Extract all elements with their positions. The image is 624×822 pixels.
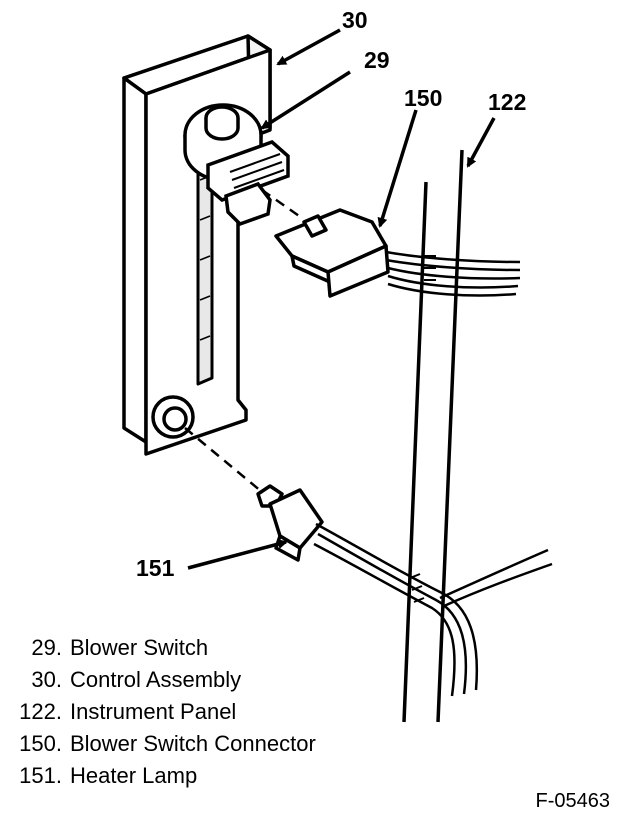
callout-122: 122 bbox=[488, 89, 526, 115]
legend-number: 122. bbox=[19, 699, 62, 724]
arrow-122 bbox=[466, 117, 496, 168]
callout-30: 30 bbox=[342, 7, 368, 33]
legend-label: Blower Switch Connector bbox=[70, 731, 316, 756]
callout-29: 29 bbox=[364, 47, 390, 73]
legend-number: 29. bbox=[31, 635, 62, 660]
lamp-socket-drawing bbox=[151, 395, 195, 439]
legend-label: Instrument Panel bbox=[70, 699, 237, 724]
control-assembly-drawing bbox=[122, 34, 272, 456]
callout-arrows bbox=[187, 28, 496, 570]
callout-150: 150 bbox=[404, 85, 442, 111]
arrow-150 bbox=[377, 109, 418, 228]
instrument-panel-drawing bbox=[402, 149, 464, 723]
legend-label: Heater Lamp bbox=[70, 763, 198, 788]
heater-lamp-drawing bbox=[256, 484, 553, 697]
legend-label: Blower Switch bbox=[70, 635, 209, 660]
legend-label: Control Assembly bbox=[70, 667, 242, 692]
arrow-151 bbox=[187, 539, 288, 570]
arrow-30 bbox=[276, 28, 341, 66]
legend-number: 151. bbox=[19, 763, 62, 788]
legend-number: 30. bbox=[31, 667, 62, 692]
legend-number: 150. bbox=[19, 731, 62, 756]
figure-id: F-05463 bbox=[535, 790, 611, 812]
alignment-line-connector bbox=[261, 188, 303, 220]
blower-switch-drawing bbox=[183, 103, 290, 227]
callout-151: 151 bbox=[136, 555, 175, 581]
blower-switch-connector-drawing bbox=[274, 208, 521, 298]
arrow-29 bbox=[260, 70, 351, 130]
